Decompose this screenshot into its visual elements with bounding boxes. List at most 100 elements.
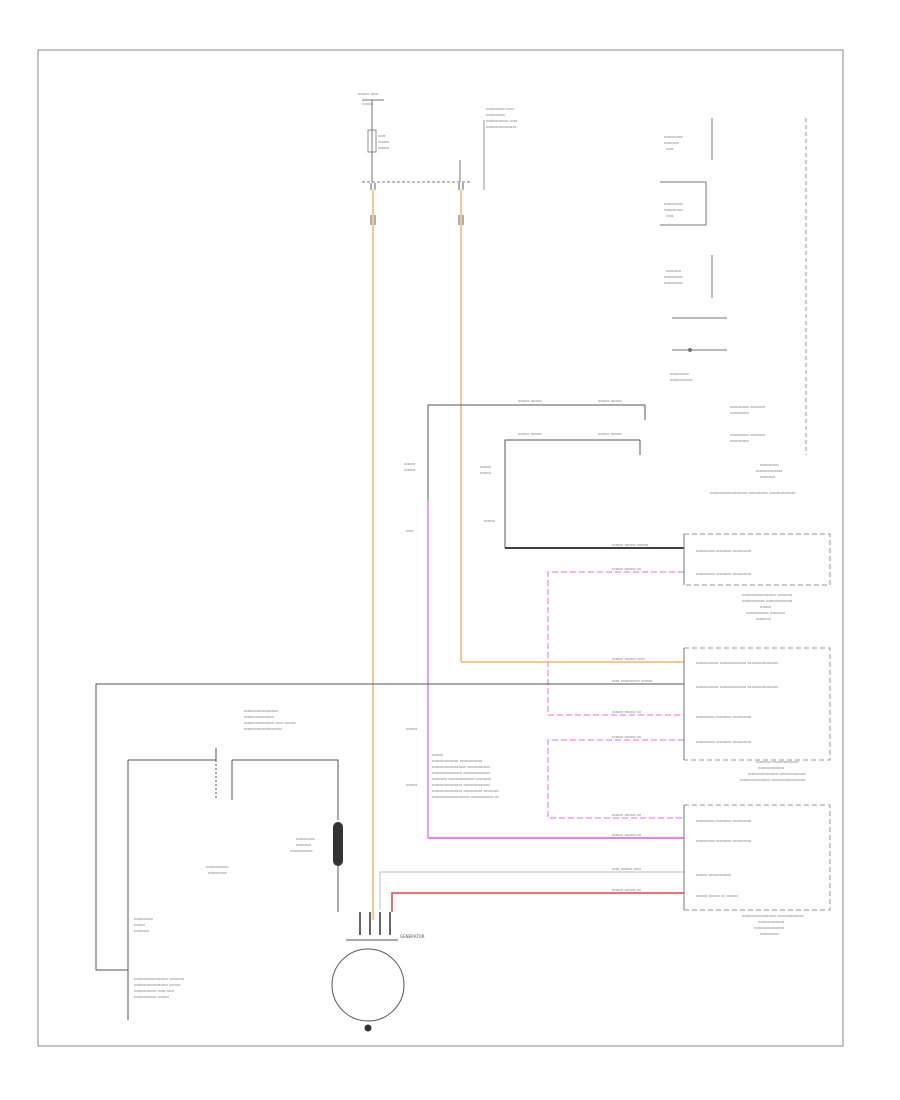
svg-text:▭▭▭▭▭ ▭▭▭▭ ▭▭▭▭▭: ▭▭▭▭▭ ▭▭▭▭ ▭▭▭▭▭ (696, 548, 752, 553)
diagram-border (37, 49, 844, 1047)
svg-text:▭▭▭: ▭▭▭ (432, 752, 444, 757)
svg-text:▭▭▭▭▭▭▭: ▭▭▭▭▭▭▭ (758, 765, 785, 770)
svg-text:▭▭: ▭▭ (666, 213, 674, 218)
ground-wiring (95, 683, 684, 1020)
svg-text:▭▭▭▭▭▭▭: ▭▭▭▭▭▭▭ (756, 468, 783, 473)
wire-gray (379, 871, 684, 910)
svg-text:▭▭ ▭▭▭▭▭ ▭▭▭: ▭▭ ▭▭▭▭▭ ▭▭▭ (612, 678, 653, 683)
svg-text:▭▭▭▭ ▭▭▭▭▭▭▭: ▭▭▭▭ ▭▭▭▭▭▭▭ (756, 759, 799, 764)
cluster-wiring (427, 404, 684, 549)
svg-text:▭▭▭▭▭▭: ▭▭▭▭▭▭ (670, 377, 693, 382)
svg-text:▭▭▭▭▭▭▭▭▭▭: ▭▭▭▭▭▭▭▭▭▭ (244, 726, 282, 731)
svg-text:▭▭▭▭▭: ▭▭▭▭▭ (664, 280, 683, 285)
svg-text:▭▭▭: ▭▭▭ (378, 145, 390, 150)
svg-text:▭▭▭▭▭▭ ▭▭ ▭▭: ▭▭▭▭▭▭ ▭▭ ▭▭ (134, 988, 175, 993)
svg-text:▭▭▭▭▭: ▭▭▭▭▭ (670, 371, 689, 376)
svg-text:▭▭▭ ▭▭▭ ▭▭▭: ▭▭▭ ▭▭▭ ▭▭▭ (612, 542, 649, 547)
svg-text:▭▭▭: ▭▭▭ (404, 467, 416, 472)
svg-text:▭▭▭ ▭▭: ▭▭▭ ▭▭ (358, 91, 378, 96)
svg-text:▭▭▭▭▭▭: ▭▭▭▭▭▭ (290, 848, 313, 853)
svg-text:▭▭▭▭▭▭▭▭▭: ▭▭▭▭▭▭▭▭▭ (244, 708, 278, 713)
svg-text:▭▭▭▭▭ ▭▭▭▭ ▭▭▭▭▭: ▭▭▭▭▭ ▭▭▭▭ ▭▭▭▭▭ (696, 571, 752, 576)
svg-text:▭▭▭▭▭ ▭▭: ▭▭▭▭▭ ▭▭ (486, 106, 514, 111)
svg-text:▭▭▭ ▭▭▭ ▭: ▭▭▭ ▭▭▭ ▭ (612, 734, 641, 739)
generator-label: GENERATOR (400, 934, 425, 939)
svg-text:▭▭▭ ▭▭▭: ▭▭▭ ▭▭▭ (598, 398, 622, 403)
svg-text:▭▭▭▭: ▭▭▭▭ (756, 616, 771, 621)
svg-text:▭▭▭: ▭▭▭ (404, 461, 416, 466)
svg-text:▭▭▭: ▭▭▭ (480, 470, 492, 475)
svg-text:▭▭▭▭▭▭ ▭▭▭▭▭▭▭ ▭▭▭▭▭▭▭▭: ▭▭▭▭▭▭ ▭▭▭▭▭▭▭ ▭▭▭▭▭▭▭▭ (696, 660, 778, 665)
svg-text:▭▭: ▭▭ (406, 528, 414, 533)
svg-text:▭▭▭▭▭▭▭▭: ▭▭▭▭▭▭▭▭ (486, 124, 516, 129)
svg-text:▭▭▭▭▭ ▭▭▭▭ ▭▭▭▭▭: ▭▭▭▭▭ ▭▭▭▭ ▭▭▭▭▭ (696, 818, 752, 823)
svg-text:▭▭▭ ▭▭▭: ▭▭▭ ▭▭▭ (598, 431, 622, 436)
svg-text:▭▭▭▭▭▭▭▭ ▭▭ ▭▭▭: ▭▭▭▭▭▭▭▭ ▭▭ ▭▭▭ (244, 720, 296, 725)
svg-text:▭▭▭ ▭▭▭▭▭▭: ▭▭▭ ▭▭▭▭▭▭ (696, 872, 732, 877)
svg-text:▭▭▭▭▭: ▭▭▭▭▭ (730, 410, 749, 415)
svg-text:▭▭▭▭▭ ▭▭▭▭ ▭▭▭▭▭: ▭▭▭▭▭ ▭▭▭▭ ▭▭▭▭▭ (696, 838, 752, 843)
svg-text:▭▭▭▭▭▭▭▭▭▭ ▭▭▭▭▭▭ ▭: ▭▭▭▭▭▭▭▭▭▭ ▭▭▭▭▭▭ ▭ (432, 794, 499, 799)
svg-text:▭▭▭▭▭▭▭▭ ▭▭▭▭▭ ▭▭▭▭: ▭▭▭▭▭▭▭▭ ▭▭▭▭▭ ▭▭▭▭ (432, 788, 499, 793)
powertrain-control-box (683, 804, 831, 911)
svg-text:▭▭▭▭: ▭▭▭▭ (666, 268, 681, 273)
svg-text:▭▭▭▭▭: ▭▭▭▭▭ (664, 134, 683, 139)
ground-point (364, 1024, 372, 1032)
svg-text:▭▭▭▭▭: ▭▭▭▭▭ (730, 438, 749, 443)
svg-text:▭▭▭ ▭▭▭ ▭: ▭▭▭ ▭▭▭ ▭ (612, 812, 641, 817)
svg-text:▭▭▭▭▭: ▭▭▭▭▭ (486, 112, 505, 117)
svg-text:▭▭▭▭▭▭▭▭: ▭▭▭▭▭▭▭▭ (244, 714, 274, 719)
svg-text:▭▭▭▭▭▭▭: ▭▭▭▭▭▭▭ (758, 919, 785, 924)
svg-text:▭▭▭▭▭▭▭▭▭▭ ▭▭▭▭▭ ▭▭▭▭▭▭▭: ▭▭▭▭▭▭▭▭▭▭ ▭▭▭▭▭ ▭▭▭▭▭▭▭ (710, 490, 796, 495)
svg-text:▭▭▭▭▭▭▭▭ ▭▭▭▭▭▭▭▭▭: ▭▭▭▭▭▭▭▭ ▭▭▭▭▭▭▭▭▭ (740, 777, 806, 782)
svg-text:▭▭▭▭▭▭ ▭▭: ▭▭▭▭▭▭ ▭▭ (486, 118, 518, 123)
svg-text:▭▭▭: ▭▭▭ (134, 922, 146, 927)
svg-text:▭▭▭▭▭▭▭ ▭▭▭▭▭▭: ▭▭▭▭▭▭▭ ▭▭▭▭▭▭ (432, 758, 483, 763)
svg-text:▭▭▭▭▭▭▭▭ ▭▭▭▭▭▭▭: ▭▭▭▭▭▭▭▭ ▭▭▭▭▭▭▭ (432, 770, 490, 775)
svg-text:▭▭▭▭▭▭: ▭▭▭▭▭▭ (206, 864, 229, 869)
svg-text:▭▭▭▭▭▭▭▭ ▭▭▭▭▭▭▭: ▭▭▭▭▭▭▭▭ ▭▭▭▭▭▭▭ (748, 771, 806, 776)
svg-text:▭▭▭▭: ▭▭▭▭ (664, 140, 679, 145)
svg-text:▭▭▭: ▭▭▭ (378, 139, 390, 144)
svg-text:▭▭▭▭▭▭ ▭▭▭▭▭▭▭: ▭▭▭▭▭▭ ▭▭▭▭▭▭▭ (742, 598, 793, 603)
body-control-box (683, 647, 831, 761)
fusible-link (333, 822, 343, 866)
svg-text:▭▭▭▭▭: ▭▭▭▭▭ (134, 916, 153, 921)
svg-text:▭▭▭▭▭▭▭▭▭ ▭▭▭▭▭▭▭: ▭▭▭▭▭▭▭▭▭ ▭▭▭▭▭▭▭ (742, 913, 804, 918)
svg-text:▭▭▭▭▭ ▭▭▭▭: ▭▭▭▭▭ ▭▭▭▭ (730, 404, 766, 409)
svg-text:▭▭▭ ▭▭▭ ▭: ▭▭▭ ▭▭▭ ▭ (612, 887, 641, 892)
generator: GENERATOR (331, 912, 425, 1032)
svg-text:▭▭▭▭▭: ▭▭▭▭▭ (760, 931, 779, 936)
svg-text:▭▭▭▭▭▭ ▭▭▭▭: ▭▭▭▭▭▭ ▭▭▭▭ (746, 610, 785, 615)
svg-text:▭▭▭▭▭: ▭▭▭▭▭ (664, 274, 683, 279)
svg-text:▭▭▭▭▭▭▭▭ ▭▭▭▭▭▭▭: ▭▭▭▭▭▭▭▭ ▭▭▭▭▭▭▭ (432, 782, 490, 787)
svg-text:▭▭▭▭▭▭▭▭▭ ▭▭▭: ▭▭▭▭▭▭▭▭▭ ▭▭▭ (134, 982, 181, 987)
svg-text:▭▭▭▭▭ ▭▭▭▭ ▭▭▭▭▭: ▭▭▭▭▭ ▭▭▭▭ ▭▭▭▭▭ (696, 714, 752, 719)
svg-text:▭▭▭ ▭▭▭: ▭▭▭ ▭▭▭ (518, 431, 542, 436)
svg-text:▭▭▭: ▭▭▭ (406, 726, 418, 731)
svg-text:▭▭: ▭▭ (378, 133, 386, 138)
svg-text:▭▭▭ ▭▭▭: ▭▭▭ ▭▭▭ (518, 398, 542, 403)
instrument-cluster-box (683, 533, 831, 586)
svg-text:▭▭▭▭▭▭▭▭▭ ▭▭▭▭▭▭: ▭▭▭▭▭▭▭▭▭ ▭▭▭▭▭▭ (432, 764, 490, 769)
svg-text:▭▭▭ ▭▭▭ ▭: ▭▭▭ ▭▭▭ ▭ (612, 566, 641, 571)
svg-text:▭▭▭▭▭▭▭▭▭ ▭▭▭▭: ▭▭▭▭▭▭▭▭▭ ▭▭▭▭ (742, 592, 793, 597)
svg-text:▭▭▭▭▭▭▭▭▭ ▭▭▭▭: ▭▭▭▭▭▭▭▭▭ ▭▭▭▭ (134, 976, 185, 981)
svg-text:▭▭▭: ▭▭▭ (362, 101, 374, 106)
svg-text:▭▭▭▭▭ ▭▭▭▭: ▭▭▭▭▭ ▭▭▭▭ (730, 432, 766, 437)
svg-text:▭▭▭▭▭▭ ▭▭▭▭▭▭▭ ▭▭▭▭▭▭▭▭: ▭▭▭▭▭▭ ▭▭▭▭▭▭▭ ▭▭▭▭▭▭▭▭ (696, 684, 778, 689)
svg-text:▭▭ ▭▭▭ ▭▭: ▭▭ ▭▭▭ ▭▭ (612, 866, 641, 871)
svg-text:▭▭: ▭▭ (666, 146, 674, 151)
svg-text:▭▭▭: ▭▭▭ (480, 464, 492, 469)
svg-text:▭▭▭▭▭: ▭▭▭▭▭ (664, 201, 683, 206)
svg-text:▭▭▭ ▭▭▭ ▭: ▭▭▭ ▭▭▭ ▭ (612, 832, 641, 837)
svg-text:▭▭▭: ▭▭▭ (484, 518, 496, 523)
svg-text:▭▭▭▭▭: ▭▭▭▭▭ (296, 836, 315, 841)
wire-red (391, 892, 684, 912)
svg-text:▭▭▭ ▭▭▭ ▭▭: ▭▭▭ ▭▭▭ ▭▭ (612, 656, 645, 661)
svg-text:▭▭▭▭▭: ▭▭▭▭▭ (208, 870, 227, 875)
svg-text:▭▭▭ ▭▭▭ ▭ ▭▭▭: ▭▭▭ ▭▭▭ ▭ ▭▭▭ (696, 893, 738, 898)
svg-text:▭▭▭ ▭▭▭ ▭: ▭▭▭ ▭▭▭ ▭ (612, 709, 641, 714)
svg-text:▭▭▭▭▭▭▭▭: ▭▭▭▭▭▭▭▭ (754, 925, 784, 930)
